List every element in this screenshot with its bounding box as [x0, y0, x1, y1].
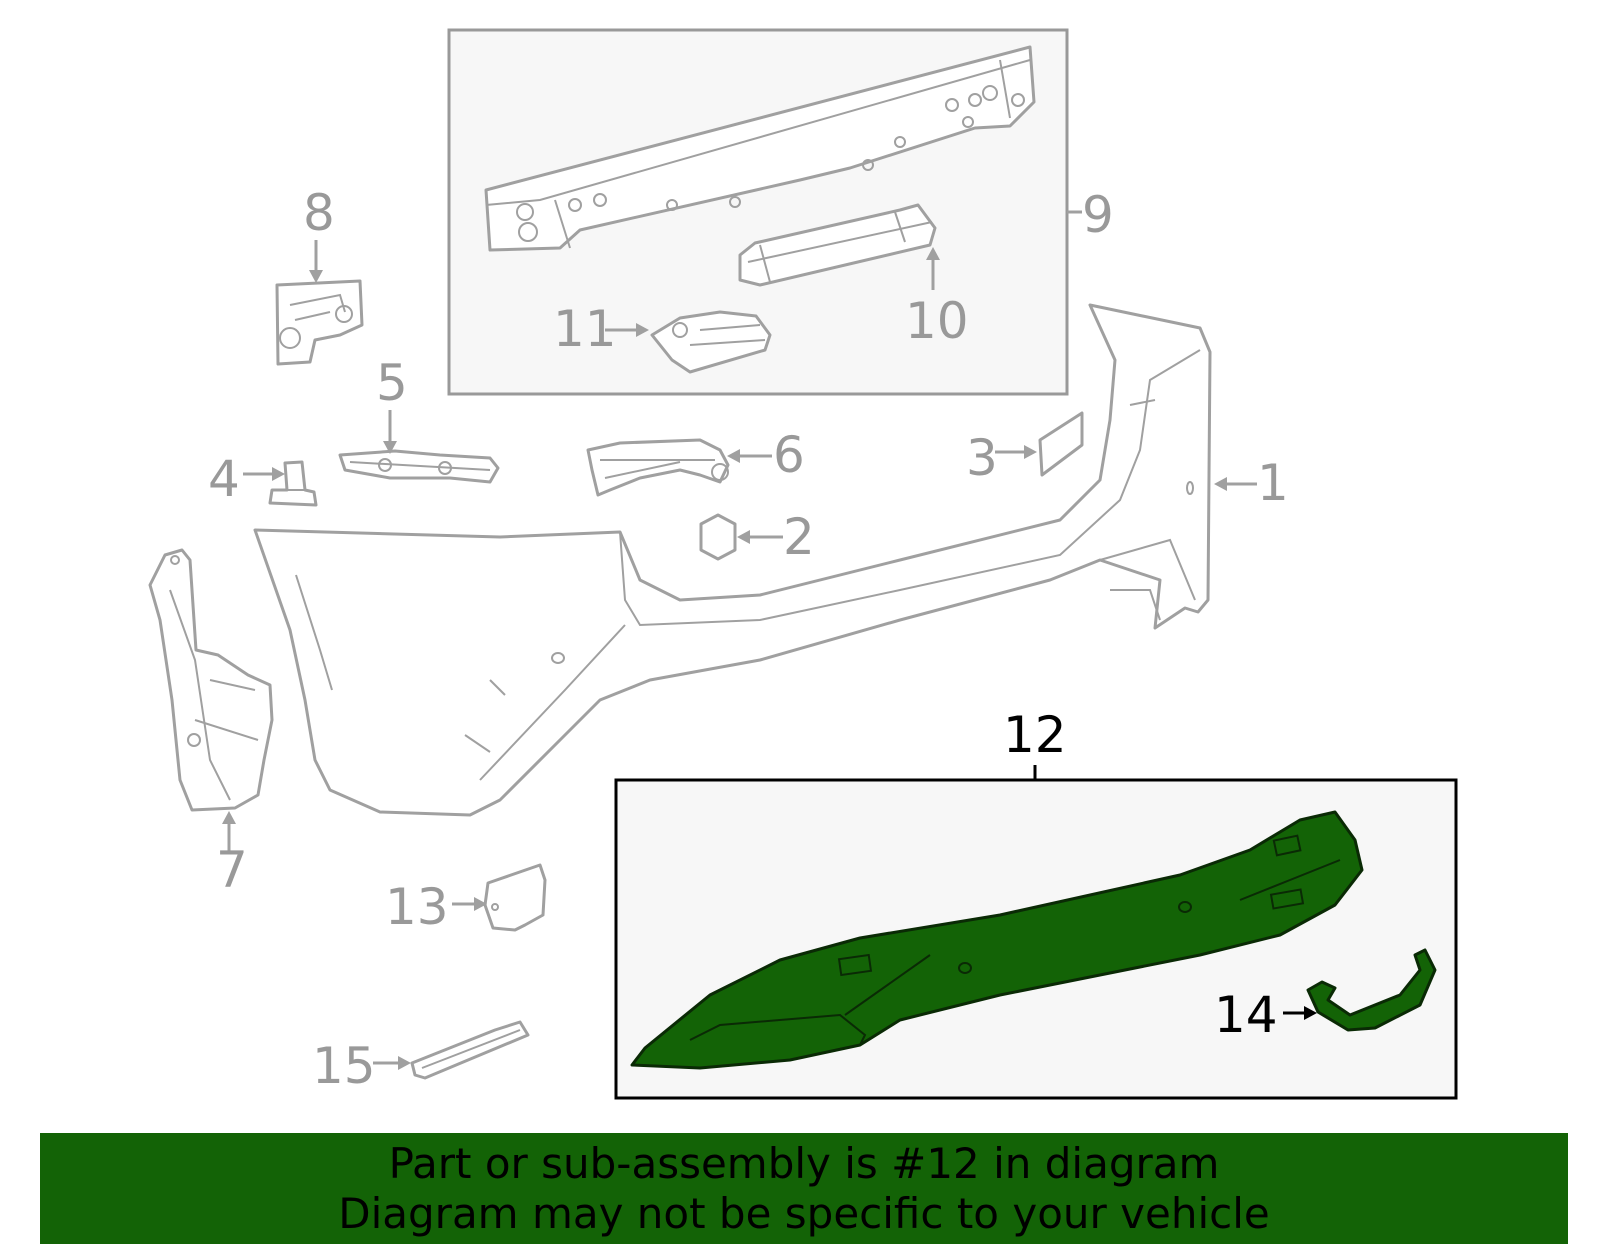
arrow-6 [727, 449, 772, 463]
callout-11: 11 [553, 300, 617, 358]
arrow-14 [1283, 1006, 1317, 1020]
clip-4 [268, 460, 318, 507]
callout-6: 6 [773, 426, 805, 484]
callout-8: 8 [303, 184, 335, 242]
callout-5: 5 [376, 354, 408, 412]
callout-7: 7 [216, 841, 248, 899]
arrow-3 [995, 445, 1037, 459]
valance-bracket-highlighted [1306, 948, 1437, 1032]
callout-2: 2 [783, 508, 815, 566]
bracket-11 [650, 310, 772, 374]
bracket-5 [338, 449, 500, 484]
callout-10: 10 [905, 292, 969, 350]
energy-absorber [738, 203, 937, 287]
arrow-15 [373, 1056, 411, 1070]
arrow-4 [243, 467, 285, 481]
callout-1: 1 [1257, 454, 1289, 512]
bumper-cover [253, 303, 1212, 817]
callout-13: 13 [385, 878, 449, 936]
arrow-13 [452, 897, 487, 911]
callout-14: 14 [1214, 986, 1278, 1044]
bracket-8 [275, 279, 364, 366]
reinforcement-beam [484, 45, 1036, 252]
callout-9: 9 [1082, 186, 1114, 244]
info-banner: Part or sub-assembly is #12 in diagram D… [40, 1133, 1568, 1244]
cover-13 [483, 863, 547, 932]
arrow-10 [926, 247, 940, 290]
arrow-7 [222, 811, 236, 852]
bracket-6 [586, 438, 730, 497]
lower-valance-highlighted [630, 810, 1364, 1070]
callout-15: 15 [312, 1037, 376, 1095]
arrow-11 [605, 323, 649, 337]
banner-line-1: Part or sub-assembly is #12 in diagram [388, 1138, 1220, 1188]
nut-2 [699, 513, 737, 561]
arrow-1 [1214, 477, 1257, 491]
arrow-5 [383, 410, 397, 454]
pad-3 [1038, 411, 1084, 477]
banner-line-2: Diagram may not be specific to your vehi… [338, 1188, 1270, 1238]
bracket-7 [148, 548, 274, 812]
arrow-8 [309, 240, 323, 283]
callout-12: 12 [1003, 706, 1067, 764]
arrow-2 [737, 530, 783, 544]
callout-3: 3 [966, 429, 998, 487]
strip-15 [410, 1020, 530, 1080]
callout-4: 4 [208, 450, 240, 508]
